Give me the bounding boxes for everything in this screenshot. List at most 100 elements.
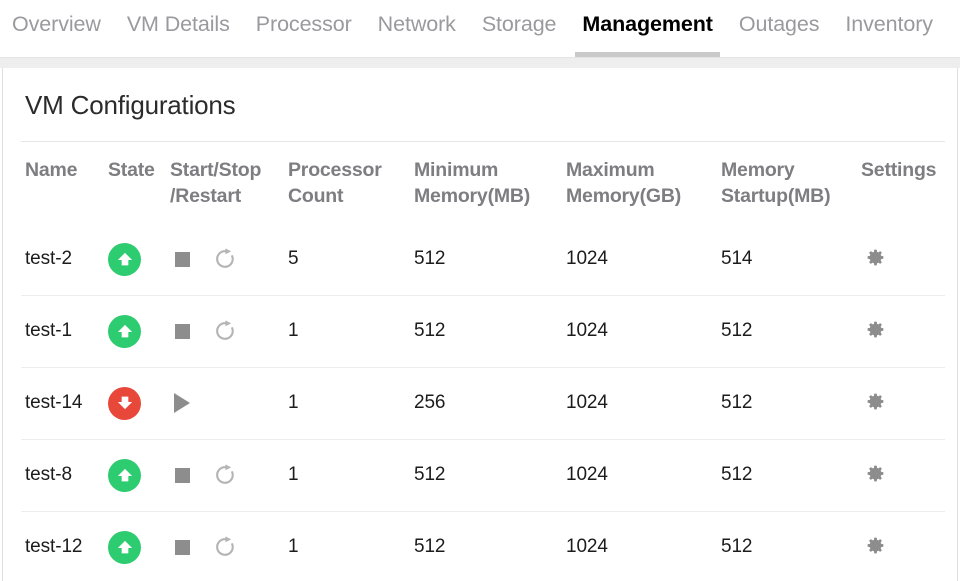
vm-actions-cell (166, 438, 284, 512)
gear-icon[interactable] (863, 389, 887, 413)
memory-startup-cell: 512 (717, 294, 857, 368)
action-button-group (170, 368, 280, 439)
action-button-group (170, 512, 280, 581)
vm-configurations-card: VM Configurations Name State Start/Stop/Re… (2, 68, 958, 581)
vm-name-cell: test-2 (25, 248, 72, 270)
tab-management[interactable]: Management (569, 0, 725, 57)
minimum-memory-cell: 512 (410, 294, 562, 368)
vm-name-cell: test-1 (21, 294, 104, 368)
arrow-up-circle-icon (108, 458, 141, 492)
restart-icon[interactable] (213, 463, 237, 487)
arrow-up-circle-icon (108, 530, 141, 564)
maximum-memory-cell: 1024 (562, 438, 717, 512)
arrow-up-circle-icon (108, 314, 141, 348)
tab-outages[interactable]: Outages (738, 12, 820, 36)
column-header-line: Count (288, 184, 344, 207)
column-header-line: Name (25, 159, 78, 181)
restart-icon[interactable] (213, 247, 237, 271)
gear-icon[interactable] (863, 317, 887, 341)
stop-icon[interactable] (170, 247, 194, 271)
column-header-line: Memory(GB) (566, 184, 682, 207)
memory-startup-cell: 514 (721, 248, 753, 270)
column-header-line: Memory (721, 159, 795, 181)
action-button-group (170, 296, 280, 367)
vm-state-cell (104, 224, 166, 296)
vm-name-cell: test-8 (21, 438, 104, 512)
processor-count-cell: 1 (284, 294, 410, 368)
tab-vm-details[interactable]: VM Details (126, 12, 230, 36)
minimum-memory-cell: 512 (410, 438, 562, 512)
vm-state-cell (104, 510, 166, 581)
memory-startup-cell: 512 (717, 366, 857, 440)
vm-state-cell (104, 438, 166, 512)
vm-state-cell (104, 294, 166, 368)
column-header-line: Start/Stop (170, 159, 262, 181)
column-header-line: Minimum (414, 159, 499, 181)
settings-cell (857, 438, 945, 512)
column-header-line: Settings (861, 159, 937, 181)
vm-actions-cell (166, 366, 284, 440)
vm-actions-cell (166, 510, 284, 581)
page-title: VM Configurations (25, 90, 236, 120)
column-header-name: Name (21, 140, 104, 224)
action-button-group (170, 224, 280, 295)
column-header-start-stop-restart: Start/Stop/Restart (166, 140, 284, 224)
vm-name-cell: test-12 (21, 510, 104, 581)
settings-cell (857, 510, 945, 581)
column-header-line: State (108, 159, 155, 181)
gear-icon[interactable] (863, 245, 887, 269)
settings-cell (857, 366, 945, 440)
maximum-memory-cell: 1024 (566, 248, 608, 270)
tab-bar: Overview VM Details Processor Network Storag… (0, 0, 960, 57)
restart-icon[interactable] (213, 319, 237, 343)
vm-state-cell (104, 366, 166, 440)
gear-icon[interactable] (863, 533, 887, 557)
vm-actions-cell (166, 224, 284, 296)
maximum-memory-cell: 1024 (562, 510, 717, 581)
column-header-line: Maximum (566, 159, 655, 181)
vm-name-cell: test-14 (21, 366, 104, 440)
arrow-up-circle-icon (108, 242, 141, 276)
maximum-memory-cell: 1024 (562, 366, 717, 440)
table-row: test-2 5 512 1024 514 (21, 224, 945, 296)
processor-count-cell: 1 (284, 438, 410, 512)
minimum-memory-cell: 512 (414, 248, 446, 270)
settings-cell (857, 294, 945, 368)
minimum-memory-cell: 512 (410, 510, 562, 581)
column-header-state: State (104, 140, 166, 224)
minimum-memory-cell: 256 (410, 366, 562, 440)
processor-count-cell: 1 (284, 366, 410, 440)
tab-inventory[interactable]: Inventory (845, 12, 933, 36)
processor-count-cell: 5 (288, 248, 299, 270)
restart-icon[interactable] (213, 535, 237, 559)
stop-icon[interactable] (170, 463, 194, 487)
settings-cell (857, 224, 945, 296)
start-icon[interactable] (170, 391, 194, 415)
column-header-line: Processor (288, 159, 382, 181)
column-header-line: Memory(MB) (414, 184, 531, 207)
column-header-line: Startup(MB) (721, 184, 831, 207)
tab-processor[interactable]: Processor (255, 12, 352, 36)
tab-storage[interactable]: Storage (481, 12, 557, 36)
stop-icon[interactable] (170, 319, 194, 343)
column-header-line: /Restart (170, 184, 242, 207)
tab-overview[interactable]: Overview (12, 12, 101, 36)
tab-network[interactable]: Network (377, 12, 456, 36)
column-header-settings: Settings (857, 140, 945, 224)
stop-icon[interactable] (170, 535, 194, 559)
vm-actions-cell (166, 294, 284, 368)
maximum-memory-cell: 1024 (562, 294, 717, 368)
gear-icon[interactable] (863, 461, 887, 485)
memory-startup-cell: 512 (717, 510, 857, 581)
